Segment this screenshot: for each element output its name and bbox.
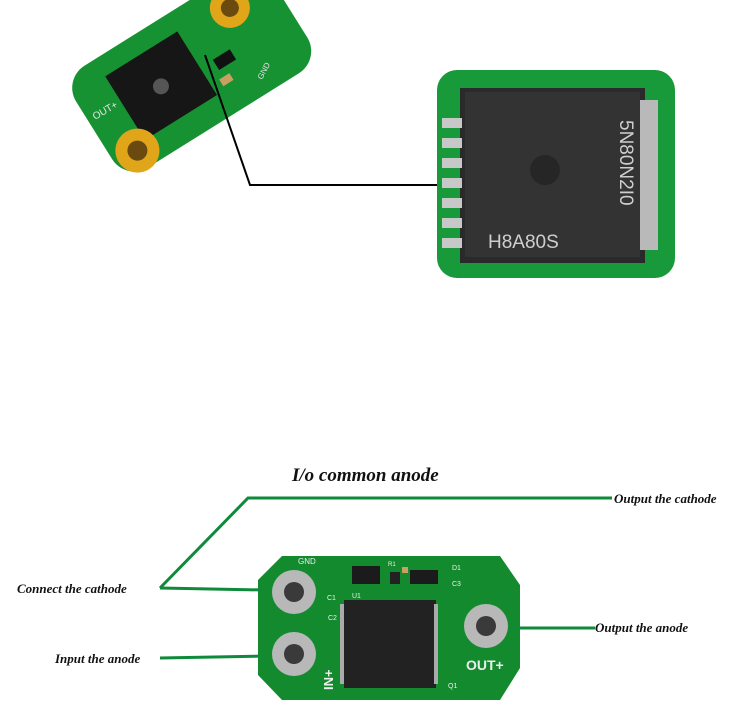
silk-c2: C2 — [328, 615, 337, 622]
label-output-anode: Output the anode — [595, 620, 689, 635]
silk-in: IN+ — [321, 669, 336, 690]
label-output-cathode: Output the cathode — [614, 491, 717, 506]
mosfet-chip — [344, 600, 436, 688]
label-input-anode: Input the anode — [55, 651, 141, 666]
diagram-title: I/o common anode — [292, 465, 439, 486]
silk-q1: Q1 — [448, 683, 457, 690]
tilted-board — [72, 0, 312, 173]
silk-out: OUT+ — [466, 657, 504, 673]
silk-r1: R1 — [388, 562, 396, 568]
chip-marking-1: 5N80N2I0 — [615, 120, 636, 206]
silk-u1: U1 — [352, 593, 361, 600]
label-connect-cathode: Connect the cathode — [17, 581, 127, 596]
chip-marking-2: H8A80S — [488, 232, 559, 253]
silk-c3: C3 — [452, 581, 461, 588]
silk-c1: C1 — [327, 595, 336, 602]
silk-d1: D1 — [452, 565, 461, 572]
zoomed-chip-photo: 5N80N2I0 H8A80S — [437, 70, 675, 278]
u1-chip — [352, 566, 380, 584]
d1-diode — [410, 570, 438, 584]
top-product-illustration: OUT+ GND 5N80N2I0 H8A80S — [72, 0, 675, 278]
silk-gnd: GND — [298, 557, 316, 566]
zoom-connector-line — [204, 54, 438, 186]
callout-lines — [158, 496, 612, 660]
bottom-board-diagram: GND C1 C2 U1 R1 D1 C3 Q1 OUT+ IN+ — [158, 496, 612, 700]
